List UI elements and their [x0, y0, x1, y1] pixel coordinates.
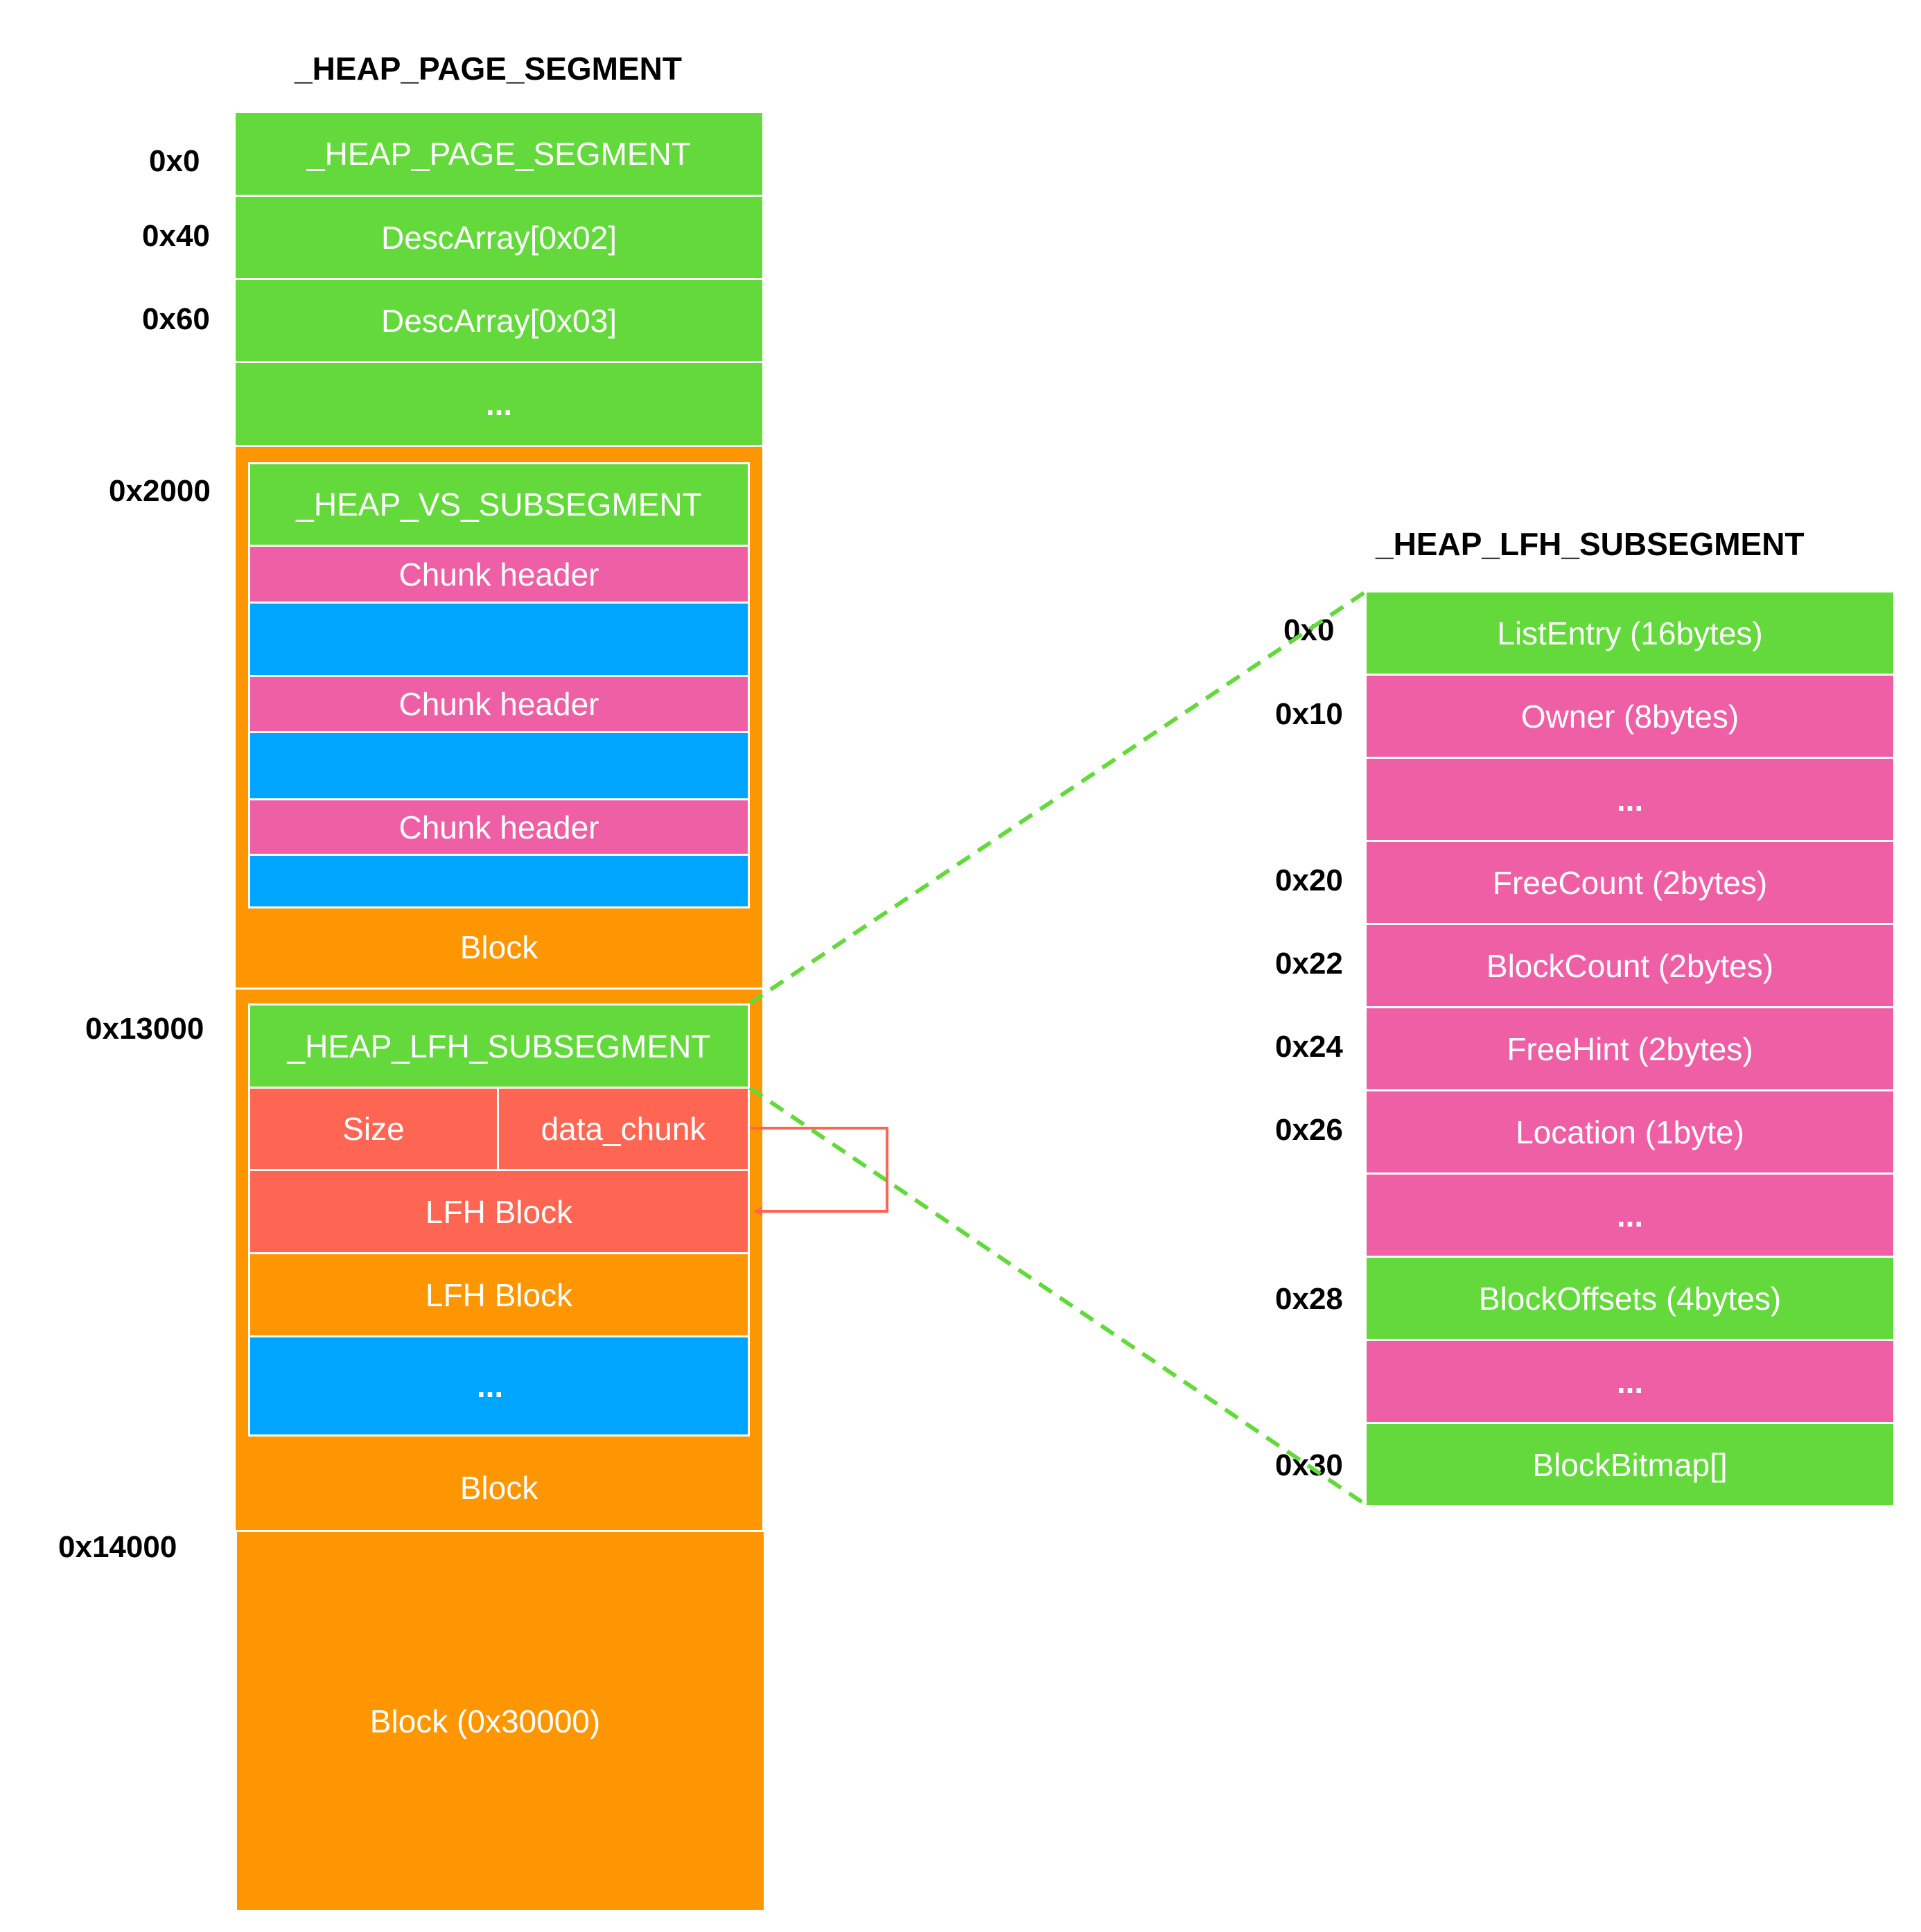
chunk-data	[248, 601, 750, 677]
chunk-data	[248, 854, 750, 908]
lfh-field-block-count: BlockCount (2bytes)	[1367, 925, 1893, 1006]
vs-subsegment-header: _HEAP_VS_SUBSEGMENT	[248, 462, 750, 547]
chunk-data	[248, 731, 750, 800]
lfh-field-gap: ...	[1367, 1341, 1893, 1422]
zoom-line-bottom	[748, 1086, 1368, 1507]
lfh-offset: 0x22	[1275, 947, 1343, 981]
data-chunk-pointer-arrow	[750, 1127, 888, 1216]
lfh-field-owner: Owner (8bytes)	[1367, 676, 1893, 757]
lfh-offset: 0x20	[1275, 863, 1343, 897]
page-segment-row: DescArray[0x03]	[236, 280, 762, 361]
offset-label: 0x60	[142, 302, 210, 336]
lfh-field-block-offsets: BlockOffsets (4bytes)	[1367, 1258, 1893, 1339]
offset-label: 0x14000	[58, 1530, 177, 1564]
right-title: _HEAP_LFH_SUBSEGMENT	[1376, 526, 1805, 562]
lfh-block-entry: LFH Block	[248, 1252, 750, 1337]
lfh-offset: 0x10	[1275, 697, 1343, 731]
page-segment-row: DescArray[0x02]	[236, 197, 762, 278]
lfh-field-list-entry: ListEntry (16bytes)	[1367, 592, 1893, 674]
lfh-offset: 0x0	[1283, 613, 1335, 647]
offset-label: 0x0	[149, 144, 200, 178]
lfh-field-free-count: FreeCount (2bytes)	[1367, 842, 1893, 923]
data-chunk-field: data_chunk	[497, 1087, 750, 1171]
offset-label: 0x40	[142, 219, 210, 253]
block-label: Block	[459, 929, 538, 965]
block-label: Block	[459, 1470, 538, 1506]
lfh-offset: 0x24	[1275, 1030, 1343, 1064]
lfh-field-gap: ...	[1367, 759, 1893, 840]
big-block: Block (0x30000)	[237, 1532, 764, 1910]
chunk-header: Chunk header	[248, 675, 750, 733]
chunk-header: Chunk header	[248, 545, 750, 604]
chunk-header: Chunk header	[248, 798, 750, 856]
zoom-line-top	[748, 589, 1368, 1005]
page-segment-row: ...	[236, 363, 762, 445]
lfh-offset: 0x26	[1275, 1113, 1343, 1147]
offset-label: 0x13000	[85, 1012, 204, 1046]
lfh-field-location: Location (1byte)	[1367, 1091, 1893, 1173]
page-segment-row: _HEAP_PAGE_SEGMENT	[236, 113, 762, 195]
offset-label: 0x2000	[109, 474, 211, 508]
lfh-field-block-bitmap: BlockBitmap[]	[1367, 1424, 1893, 1505]
lfh-more: ...	[248, 1335, 750, 1437]
lfh-field-free-hint: FreeHint (2bytes)	[1367, 1008, 1893, 1089]
left-title: _HEAP_PAGE_SEGMENT	[295, 51, 682, 87]
lfh-field-gap: ...	[1367, 1175, 1893, 1256]
lfh-offset: 0x30	[1275, 1448, 1343, 1482]
lfh-subsegment-header: _HEAP_LFH_SUBSEGMENT	[248, 1003, 750, 1089]
size-field: Size	[248, 1087, 499, 1171]
lfh-offset: 0x28	[1275, 1282, 1343, 1316]
lfh-block-target: LFH Block	[248, 1169, 750, 1254]
